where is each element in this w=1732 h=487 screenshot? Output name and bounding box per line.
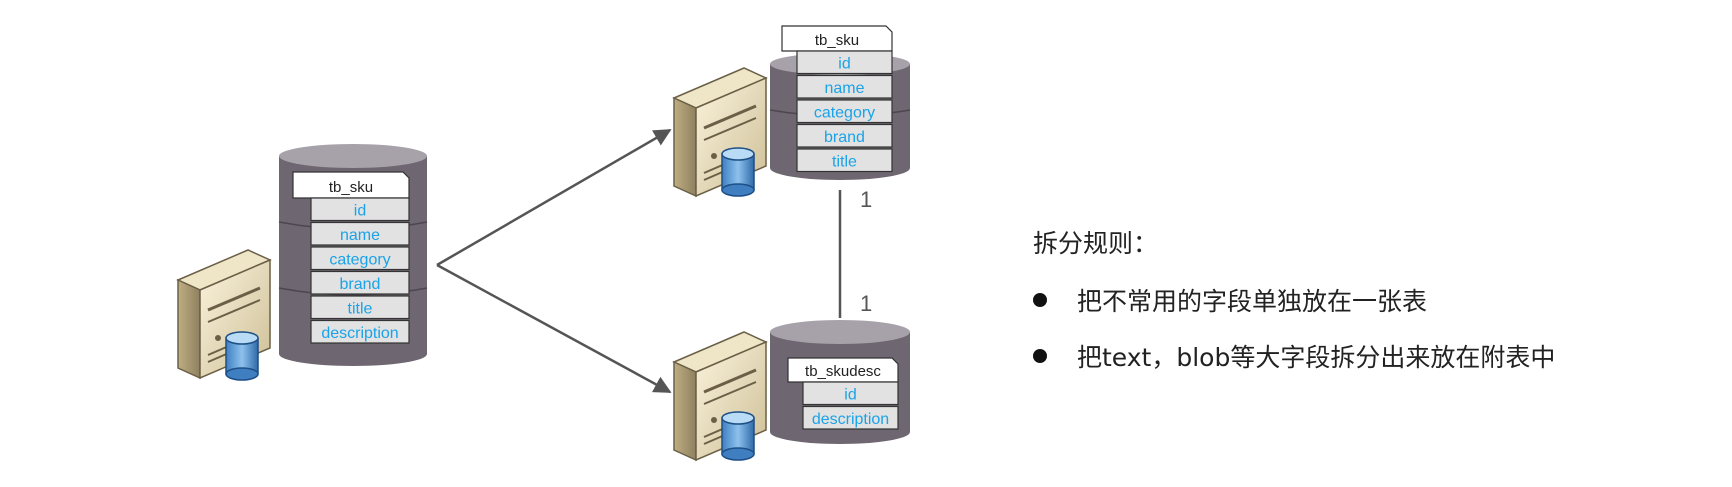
split-arrow-up [436,128,672,267]
field-name: name [824,80,864,97]
field-cell [310,246,410,271]
field-cell [802,405,899,430]
field-name: id [844,387,856,404]
rules-heading: 拆分规则： [1033,229,1159,258]
split-arrow-down [436,263,672,394]
field-cell [310,270,410,295]
field-name: brand [824,129,865,146]
server-icon-source [176,249,272,381]
field-name: name [340,227,380,244]
bullet-icon [1033,349,1047,363]
field-cell [310,197,410,222]
field-cell [796,99,893,124]
field-name: id [354,203,366,220]
field-name: id [838,56,850,73]
field-cell [796,148,893,173]
field-name: title [348,301,373,318]
table-name: tb_sku [329,179,373,196]
field-name: category [814,105,875,122]
rule-text: 把text，blob等大字段拆分出来放在附表中 [1077,343,1556,372]
table-name: tb_sku [815,32,859,49]
database-icon [225,331,259,381]
database-icon [721,411,755,461]
field-cell [796,123,893,148]
field-cell [310,221,410,246]
server-icon-desc [672,331,768,462]
rule-item: 把text，blob等大字段拆分出来放在附表中 [1033,338,1555,374]
field-cell [802,381,899,406]
split-rules-panel: 拆分规则： 把不常用的字段单独放在一张表 把text，blob等大字段拆分出来放… [1033,224,1555,394]
field-cell [796,50,893,75]
field-name: category [329,252,390,269]
cardinality-top: 1 [860,187,872,212]
database-icon [721,147,755,197]
table-name: tb_skudesc [805,363,881,380]
bullet-icon [1033,293,1047,307]
field-name: description [812,411,889,428]
field-cell [796,74,893,99]
field-name: title [832,154,857,171]
cardinality-bottom: 1 [860,291,872,316]
server-icon-main [672,67,768,198]
field-cell [310,295,410,320]
field-cell [310,319,410,344]
rule-text: 把不常用的字段单独放在一张表 [1077,287,1428,316]
rule-item: 把不常用的字段单独放在一张表 [1033,282,1555,318]
field-name: brand [340,276,381,293]
field-name: description [321,325,398,342]
